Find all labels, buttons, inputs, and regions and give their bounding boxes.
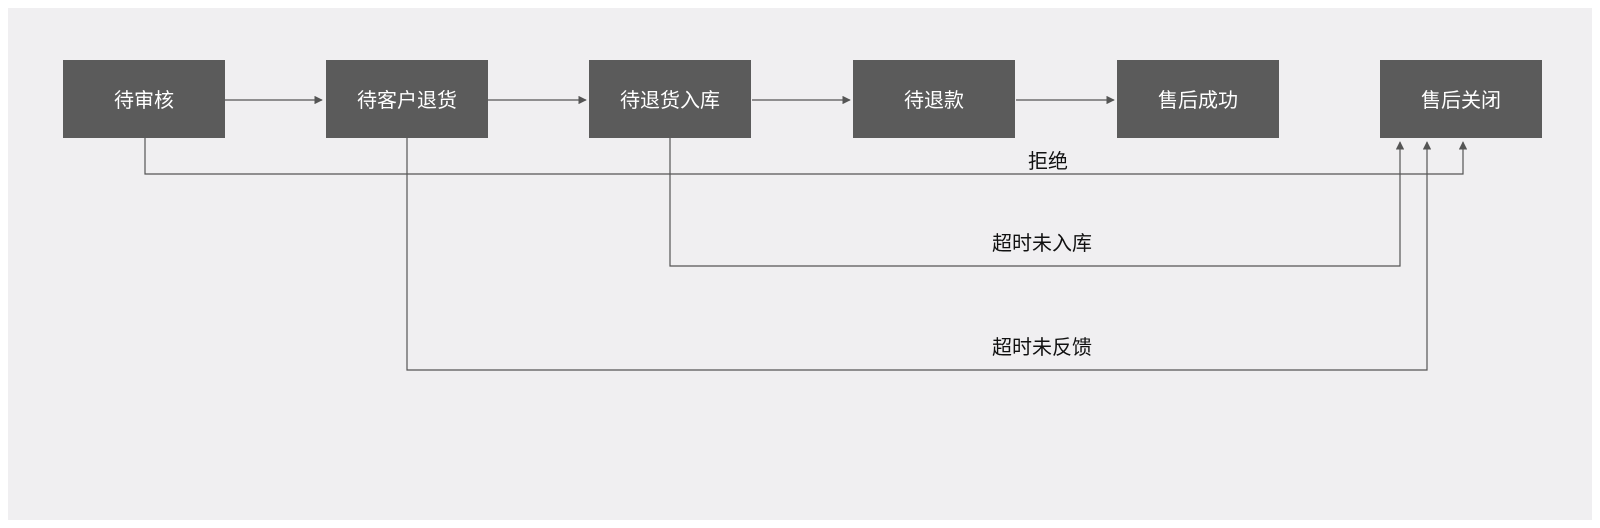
edge-timeout-warehousing-to-closed bbox=[669, 138, 1405, 267]
label-timeout-not-warehoused: 超时未入库 bbox=[992, 231, 1092, 255]
node-aftersale-success-box bbox=[1117, 60, 1279, 138]
node-pending-refund-label: 待退款 bbox=[904, 88, 964, 112]
node-pending-customer-return: 待客户退货 bbox=[326, 60, 488, 138]
node-aftersale-closed: 售后关闭 bbox=[1380, 60, 1542, 138]
node-pending-warehousing-box bbox=[589, 60, 751, 138]
node-pending-refund-box bbox=[853, 60, 1015, 138]
node-aftersale-closed-box bbox=[1380, 60, 1542, 138]
node-pending-warehousing-label: 待退货入库 bbox=[620, 88, 720, 112]
label-reject: 拒绝 bbox=[1028, 149, 1068, 173]
node-pending-review: 待审核 bbox=[63, 60, 225, 138]
node-pending-review-box bbox=[63, 60, 225, 138]
node-pending-customer-return-label: 待客户退货 bbox=[357, 88, 457, 112]
node-aftersale-closed-label: 售后关闭 bbox=[1421, 88, 1501, 112]
node-pending-warehousing: 待退货入库 bbox=[589, 60, 751, 138]
node-pending-review-label: 待审核 bbox=[114, 88, 174, 112]
diagram-canvas bbox=[8, 8, 1592, 520]
node-pending-refund: 待退款 bbox=[853, 60, 1015, 138]
label-timeout-no-feedback: 超时未反馈 bbox=[992, 335, 1092, 359]
edge-reject-to-closed bbox=[144, 138, 1468, 175]
node-aftersale-success-label: 售后成功 bbox=[1158, 88, 1238, 112]
edge-timeout-feedback-to-closed bbox=[406, 138, 1432, 371]
node-pending-customer-return-box bbox=[326, 60, 488, 138]
node-aftersale-success: 售后成功 bbox=[1117, 60, 1279, 138]
